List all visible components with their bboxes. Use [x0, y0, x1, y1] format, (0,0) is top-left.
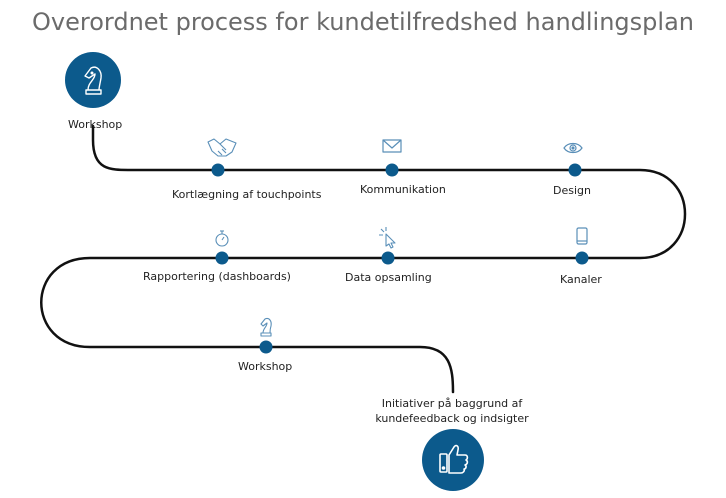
step-dot-design	[568, 163, 582, 177]
stopwatch-icon	[215, 230, 229, 247]
mobile-phone-icon	[576, 227, 588, 245]
start-node	[65, 52, 121, 108]
diagram-title: Overordnet process for kundetilfredshed …	[32, 8, 694, 36]
thumbs-up-icon	[439, 444, 469, 474]
step-dot-data-opsamling	[381, 251, 395, 265]
envelope-icon	[382, 139, 402, 153]
step-dot-rapportering	[215, 251, 229, 265]
step-dot-kortlaegning	[211, 163, 225, 177]
step-label-kanaler: Kanaler	[560, 273, 602, 286]
step-label-data-opsamling: Data opsamling	[345, 271, 432, 284]
step-label-rapportering: Rapportering (dashboards)	[143, 270, 291, 283]
eye-icon	[563, 142, 583, 154]
chess-knight-icon	[260, 317, 272, 337]
end-label: Initiativer på baggrund af kundefeedback…	[375, 397, 529, 425]
step-label-design: Design	[553, 184, 591, 197]
step-label-kommunikation: Kommunikation	[360, 183, 446, 196]
step-label-kortlaegning: Kortlægning af touchpoints	[172, 188, 322, 201]
step-dot-workshop	[259, 340, 273, 354]
handshake-icon	[207, 138, 237, 157]
end-node	[422, 429, 484, 491]
cursor-click-icon	[379, 227, 396, 249]
step-label-workshop: Workshop	[238, 360, 293, 373]
step-dot-kanaler	[575, 251, 589, 265]
chess-knight-icon	[84, 66, 102, 95]
process-road-line	[40, 124, 687, 394]
start-label: Workshop	[68, 118, 123, 131]
step-dot-kommunikation	[385, 163, 399, 177]
